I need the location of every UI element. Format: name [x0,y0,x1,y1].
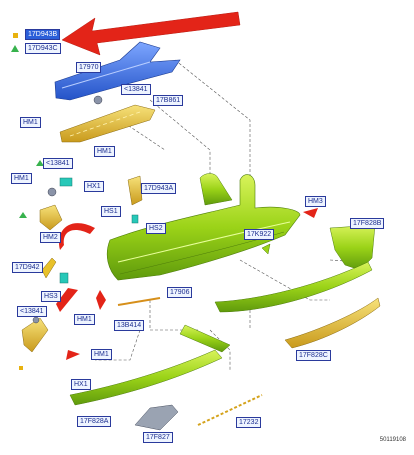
legend-square-icon [13,33,18,38]
label-hx1-a[interactable]: HX1 [84,181,104,192]
leader-lines [95,59,361,370]
energy-absorber-17b861 [59,104,156,143]
highlight-arrow [61,11,241,56]
red-arrows [56,208,318,360]
trim-17f828a [69,324,231,406]
label-13b414[interactable]: 13B414 [114,320,145,331]
label-hm1-e[interactable]: HM1 [91,349,112,360]
label-hm1-d[interactable]: HM1 [74,314,95,325]
label-hs3[interactable]: HS3 [41,291,61,302]
label-hm2[interactable]: HM2 [40,232,61,243]
label-17f828b[interactable]: 17F828B [350,218,385,229]
label-hs2[interactable]: HS2 [146,223,166,234]
label-17d943b[interactable]: 17D943B [25,29,61,40]
strip-13b414 [117,297,161,306]
square-marker [19,366,23,370]
green-triangle-markers [19,160,44,218]
reference-code: 50119108 [379,437,406,443]
label-hx1-b[interactable]: HX1 [71,379,91,390]
label-17232[interactable]: 17232 [236,417,262,428]
label-17970[interactable]: 17970 [76,62,102,73]
label-17d943a[interactable]: 17D943A [141,183,177,194]
label-17906[interactable]: 17906 [167,287,193,298]
label-17d943c[interactable]: 17D943C [25,43,61,54]
label-13841-a[interactable]: <13841 [121,84,151,95]
label-17f827[interactable]: 17F827 [143,432,173,443]
label-hm1-c[interactable]: HM1 [11,173,32,184]
label-hs1[interactable]: HS1 [101,206,121,217]
label-hm1-b[interactable]: HM1 [94,146,115,157]
strip-17232 [197,394,263,426]
label-hm1-a[interactable]: HM1 [20,117,41,128]
reinforcement-beam-17970 [54,41,181,105]
label-17k922[interactable]: 17K922 [244,229,275,240]
label-17f828a[interactable]: 17F828A [77,416,112,427]
left-brackets [21,175,271,353]
bracket-17f827 [134,404,179,431]
label-13841-c[interactable]: <13841 [17,306,47,317]
legend-triangle-icon [11,45,19,52]
label-17d942[interactable]: 17D942 [12,262,43,273]
bumper-cover-17906 [106,173,301,281]
trim-17f828c [284,297,381,349]
label-13841-b[interactable]: <13841 [43,158,73,169]
label-17b861[interactable]: 17B861 [153,95,184,106]
label-hm3[interactable]: HM3 [305,196,326,207]
label-17f828c[interactable]: 17F828C [296,350,331,361]
trim-17f828b [214,224,376,313]
